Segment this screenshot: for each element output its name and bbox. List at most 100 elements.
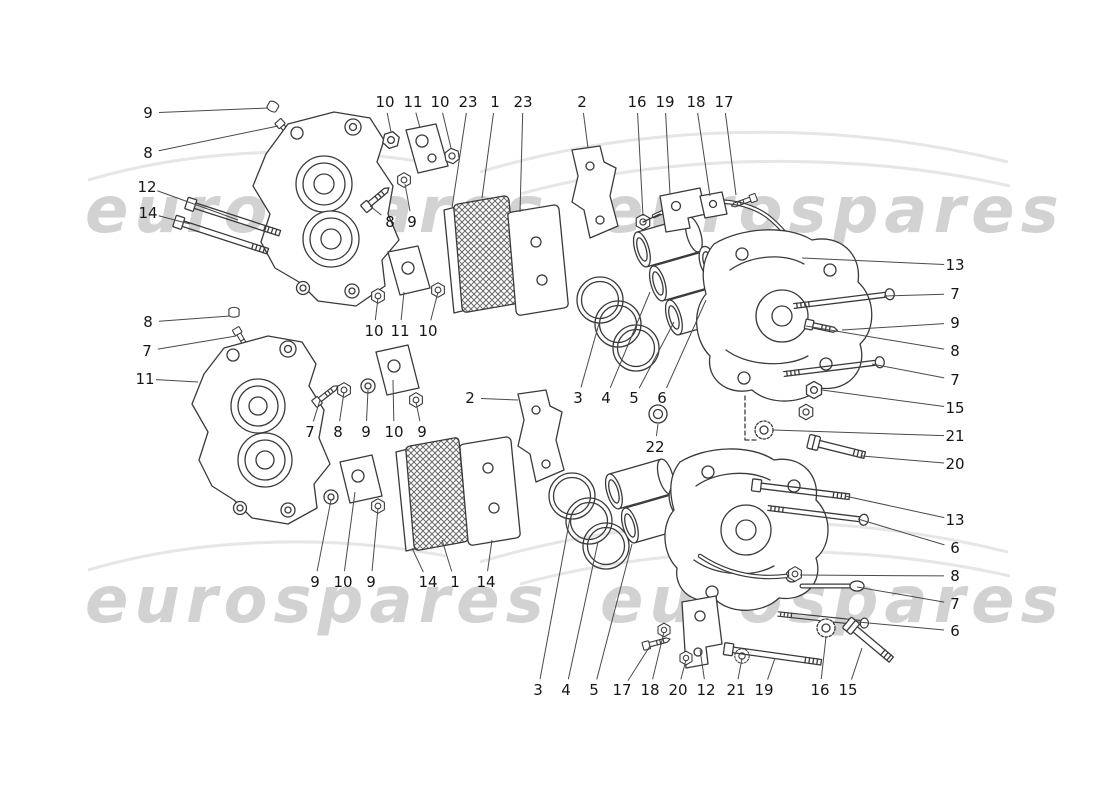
part-number-15: 15	[945, 399, 964, 417]
part-number-10: 10	[333, 573, 352, 591]
leader-line-14	[487, 539, 493, 572]
brake-pipe-lower	[697, 478, 870, 630]
leader-line-8	[369, 205, 382, 216]
leader-line-14	[411, 547, 424, 573]
leader-line-20	[680, 659, 687, 680]
pad-backing	[459, 436, 521, 546]
watermark-swoosh	[479, 130, 1009, 174]
brake-pads-lower	[395, 436, 521, 552]
leader-line-3	[539, 517, 571, 680]
part-number-9: 9	[143, 104, 153, 122]
part-number-13: 13	[945, 511, 964, 529]
mounting-bracket	[681, 595, 723, 669]
caliper-half-upper	[695, 229, 873, 441]
part-number-9: 9	[366, 573, 376, 591]
part-number-10: 10	[384, 423, 403, 441]
lock-washer-icon	[734, 648, 750, 664]
part-number-12: 12	[137, 178, 156, 196]
leader-line-16	[637, 112, 644, 217]
part-number-9: 9	[407, 213, 417, 231]
leader-line-12	[157, 190, 239, 221]
caliper-half-lower	[664, 448, 829, 611]
nut-icon	[805, 380, 823, 400]
spacer-hardware-top	[359, 123, 461, 304]
part-number-21: 21	[726, 681, 745, 699]
leader-line-9	[371, 507, 379, 572]
leader-line-21	[737, 657, 743, 680]
leader-line-6	[666, 299, 707, 389]
leader-line-19	[665, 112, 671, 195]
part-number-23: 23	[513, 93, 532, 111]
leader-line-2	[480, 397, 519, 401]
leader-line-17	[627, 645, 651, 681]
part-number-5: 5	[589, 681, 599, 699]
seal-ring-icon	[582, 522, 630, 570]
spacer-hardware-mid	[310, 344, 423, 409]
leader-line-22	[655, 423, 659, 437]
part-number-11: 11	[390, 322, 409, 340]
leader-line-8	[805, 325, 945, 350]
leader-line-14	[158, 215, 191, 225]
leader-line-10	[374, 297, 379, 321]
bracket-and-fasteners-bottom	[641, 595, 897, 669]
leader-line-11	[400, 291, 405, 321]
leader-line-3	[580, 319, 601, 388]
part-number-9: 9	[310, 573, 320, 591]
leader-line-5	[596, 543, 633, 680]
leader-line-13	[801, 257, 945, 265]
part-number-20: 20	[668, 681, 687, 699]
part-number-12: 12	[696, 681, 715, 699]
leader-line-7	[312, 399, 321, 422]
leader-line-17	[724, 112, 737, 196]
part-number-8: 8	[333, 423, 343, 441]
part-number-7: 7	[950, 285, 960, 303]
pad-friction	[453, 195, 519, 313]
part-number-11: 11	[403, 93, 422, 111]
leader-line-1	[481, 112, 495, 199]
part-number-7: 7	[950, 595, 960, 613]
part-number-20: 20	[945, 455, 964, 473]
leader-line-8	[799, 574, 945, 577]
leader-line-7	[871, 363, 945, 379]
part-number-5: 5	[629, 389, 639, 407]
part-number-14: 14	[138, 204, 157, 222]
leader-line-6	[857, 621, 945, 631]
leader-line-2	[582, 112, 589, 149]
leader-line-9	[415, 401, 421, 422]
part-number-6: 6	[950, 622, 960, 640]
part-number-11: 11	[135, 370, 154, 388]
spacer-plate	[339, 454, 383, 504]
part-number-8: 8	[143, 144, 153, 162]
leader-line-4	[567, 541, 599, 680]
part-number-8: 8	[950, 342, 960, 360]
part-number-19: 19	[655, 93, 674, 111]
watermark-text: eurospares	[85, 564, 550, 638]
leader-line-4	[609, 291, 651, 389]
leader-line-10	[430, 291, 439, 321]
nut-icon	[431, 282, 445, 298]
leader-line-23	[519, 112, 524, 213]
clip	[699, 191, 728, 219]
caliper-half-body	[695, 229, 873, 402]
leader-line-10	[442, 112, 452, 149]
bolt-icon	[806, 433, 867, 463]
part-number-17: 17	[612, 681, 631, 699]
leader-line-6	[857, 518, 945, 546]
leader-line-18	[697, 112, 711, 197]
leader-line-9	[316, 499, 332, 572]
leader-line-9	[404, 183, 411, 212]
nut-icon	[657, 622, 671, 638]
leader-line-7	[883, 293, 945, 297]
part-number-18: 18	[640, 681, 659, 699]
part-number-10: 10	[418, 322, 437, 340]
part-number-9: 9	[361, 423, 371, 441]
washer-icon	[648, 404, 668, 424]
nut-icon	[798, 403, 814, 421]
part-number-3: 3	[533, 681, 543, 699]
part-number-8: 8	[143, 313, 153, 331]
leader-line-10	[386, 112, 392, 133]
part-number-6: 6	[950, 539, 960, 557]
watermark-layer: eurospareseurospareseurospareseurospares	[85, 130, 1059, 638]
